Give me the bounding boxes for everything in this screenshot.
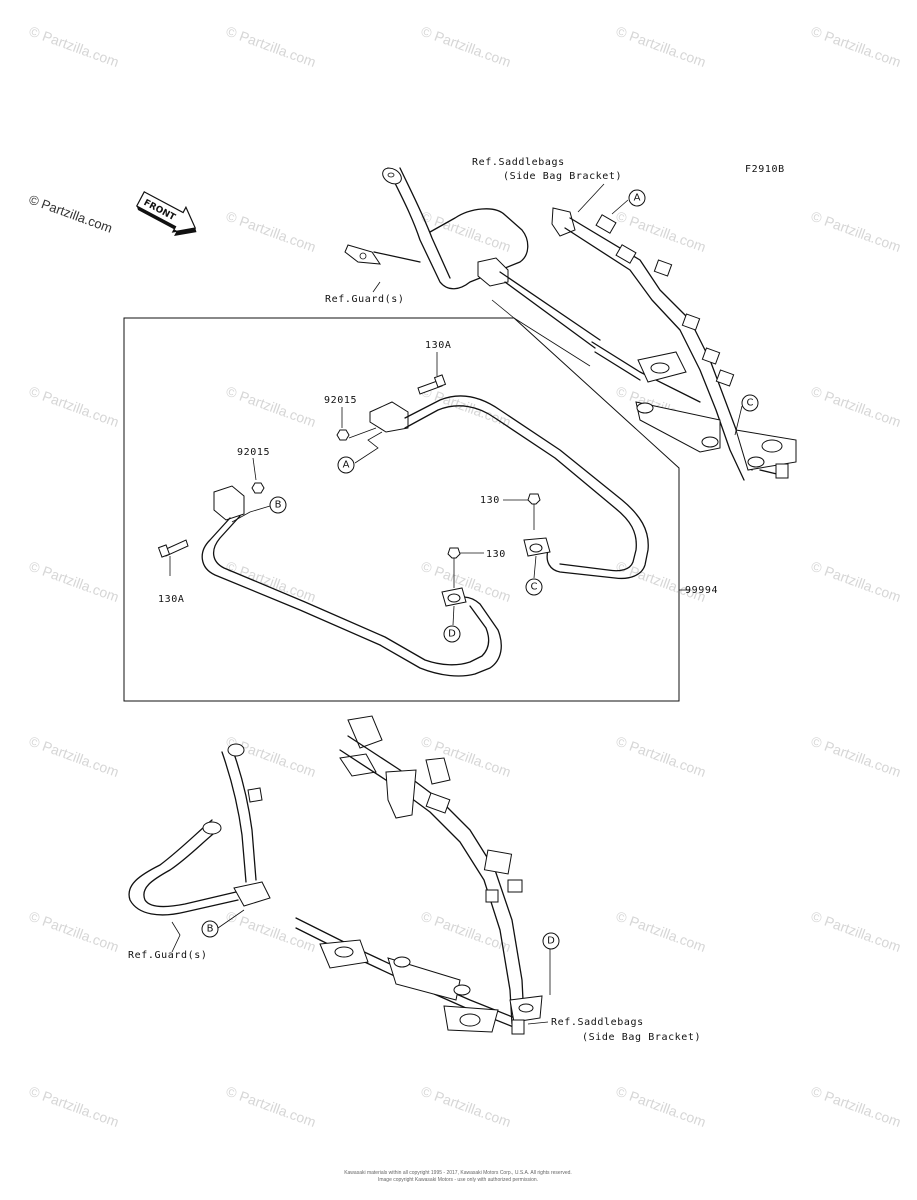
watermark-text: © Partzilla.com [614,558,708,605]
kit-box [123,299,690,702]
watermark-text: © Partzilla.com [419,908,513,955]
callout-a-letter: A [634,193,641,204]
callout-a-letter: A [343,460,350,471]
watermark-text: © Partzilla.com [224,383,318,430]
watermark-text: © Partzilla.com [27,383,121,430]
saddlebag-ref-label: Ref.Saddlebags [472,157,565,168]
callout-b-kit: B [269,496,287,514]
watermark-text: © Partzilla.com [614,908,708,955]
figure-code: F2910B [745,164,785,175]
watermark-text: © Partzilla.com [809,23,903,70]
bottom-guard-ref-label: Ref.Guard(s) [128,950,207,961]
callout-b-letter: B [275,500,282,511]
callout-c-top: C [741,394,759,412]
nut-92015-label-left: 92015 [237,447,270,458]
kit-part-number: 99994 [685,585,718,596]
watermark-text: © Partzilla.com [224,23,318,70]
top-assembly-drawing [344,167,797,481]
callout-d-letter: D [547,936,555,947]
watermark-text: © Partzilla.com [27,558,121,605]
nut-92015-label-right: 92015 [324,395,357,406]
watermark-text: © Partzilla.com [224,208,318,255]
partzilla-watermark-main: © Partzilla.com [27,192,114,236]
watermark-text: © Partzilla.com [809,908,903,955]
watermark-text: © Partzilla.com [809,1083,903,1130]
bolt-130a-label-right: 130A [425,340,451,351]
watermark-text: © Partzilla.com [27,733,121,780]
watermark-text: © Partzilla.com [224,1083,318,1130]
watermark-text: © Partzilla.com [419,23,513,70]
watermark-text: © Partzilla.com [419,1083,513,1130]
watermark-text: © Partzilla.com [614,23,708,70]
footer-copyright-line2: Image copyright Kawasaki Motors - use on… [378,1177,538,1183]
footer-copyright-line1: Kawasaki materials within all copyright … [344,1170,572,1176]
front-arrow-icon: FRONT [135,191,197,236]
bolt-130a-label-left: 130A [158,594,184,605]
saddlebag-ref-sublabel: (Side Bag Bracket) [503,171,622,182]
watermark-text: © Partzilla.com [614,733,708,780]
watermark-text: © Partzilla.com [27,908,121,955]
callout-a-top: A [628,189,646,207]
callout-b-bottom: B [201,920,219,938]
watermark-text: © Partzilla.com [419,208,513,255]
kit-guard-drawing [157,352,649,677]
guard-ref-label: Ref.Guard(s) [325,294,404,305]
watermark-text: © Partzilla.com [809,208,903,255]
watermark-text: © Partzilla.com [27,1083,121,1130]
callout-d-bottom: D [542,932,560,950]
bottom-assembly-drawing [128,715,551,1035]
watermark-text: © Partzilla.com [419,558,513,605]
callout-d-kit: D [443,625,461,643]
watermark-text: © Partzilla.com [809,558,903,605]
callout-a-kit: A [337,456,355,474]
bottom-saddlebag-ref-label: Ref.Saddlebags [551,1017,644,1028]
callout-c-kit: C [525,578,543,596]
callout-c-letter: C [747,398,754,409]
bolt-130-label-c: 130 [480,495,500,506]
watermark-text: © Partzilla.com [614,1083,708,1130]
callout-b-letter: B [207,924,214,935]
watermark-layer: © Partzilla.com © Partzilla.com © Partzi… [27,23,903,1130]
bolt-130-label-d: 130 [486,549,506,560]
watermark-text: © Partzilla.com [27,23,121,70]
callout-c-letter: C [531,582,538,593]
watermark-text: © Partzilla.com [809,383,903,430]
watermark-text: © Partzilla.com [224,733,318,780]
callout-d-letter: D [448,629,456,640]
watermark-text: © Partzilla.com [809,733,903,780]
bottom-saddlebag-ref-sublabel: (Side Bag Bracket) [582,1032,701,1043]
